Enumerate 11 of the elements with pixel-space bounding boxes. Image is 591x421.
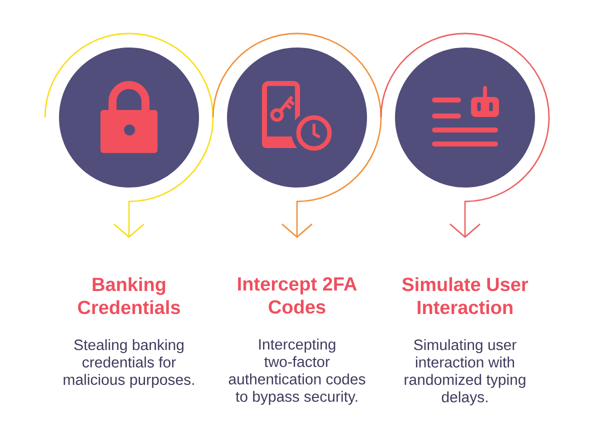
step-title: Intercept 2FA Codes [238, 277, 357, 314]
step-description: Simulating user interaction with randomized typing delays. [404, 339, 526, 406]
step-description: Stealing banking credentials for malicious purposes. [64, 339, 194, 388]
icon-circle [395, 48, 535, 188]
curved-arrow [380, 32, 550, 238]
curved-arrow [212, 32, 382, 238]
icon-circle [227, 48, 367, 188]
step-description: Intercepting two-factor authentication codes to bypass security. [228, 338, 366, 405]
step-title: Banking Credentials [78, 277, 180, 314]
curved-arrow [44, 32, 214, 238]
step-title: Simulate User Interaction [402, 277, 528, 314]
